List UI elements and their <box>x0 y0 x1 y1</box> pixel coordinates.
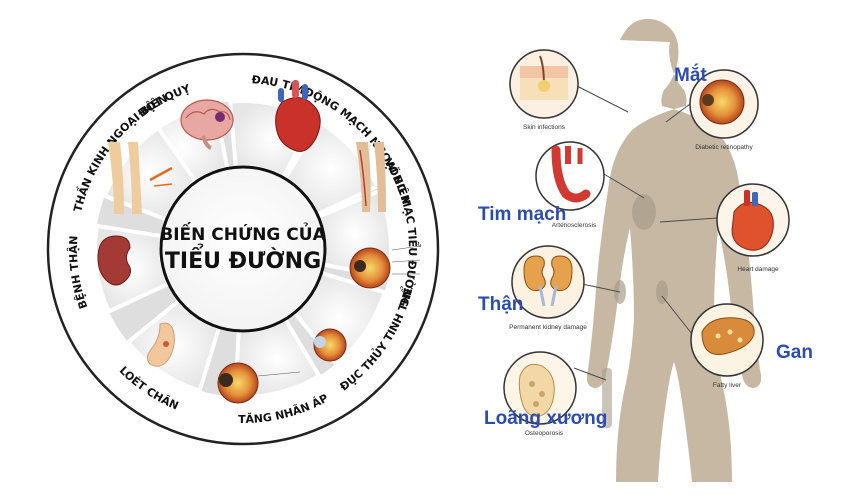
label-liver: Gan <box>776 342 813 363</box>
label-eye: Mắt <box>674 64 707 86</box>
neuropathy-legs-image <box>108 142 173 214</box>
heart-image <box>275 80 321 152</box>
retina-eye-image-1 <box>349 245 421 289</box>
caption-heart-damage: Heart damage <box>737 266 779 273</box>
caption-kidney-damage: Permanent kidney damage <box>509 324 587 331</box>
kidney-image <box>97 235 132 286</box>
arteriosclerosis-circle <box>535 141 605 211</box>
brain-image <box>180 99 234 150</box>
body-complications-chart: Skin infections Diabetic retinopathy Art… <box>478 18 813 482</box>
caption-fatty-liver: Fatty liver <box>713 382 742 389</box>
caption-osteoporosis: Osteoporosis <box>525 430 564 437</box>
fatty-liver-circle <box>690 303 764 377</box>
label-kidney: Thận <box>478 294 523 315</box>
label-heart: Tim mạch <box>478 204 566 225</box>
wheel-center-circle <box>159 165 327 333</box>
osteoporosis-circle <box>503 351 577 425</box>
heart-damage-circle <box>716 183 790 257</box>
caption-arterio: Arteriosclerosis <box>552 222 597 229</box>
caption-retinopathy: Diabetic retinopathy <box>695 144 753 151</box>
artery-legs-image <box>356 142 386 212</box>
label-bone: Loãng xương <box>484 408 607 429</box>
caption-skin: Skin infections <box>523 124 566 131</box>
foot-ulcer-image <box>146 322 175 367</box>
wheel-title-line1: BIẾN CHỨNG CỦA <box>160 221 326 245</box>
skin-infection-circle <box>509 49 579 119</box>
connector-lines <box>572 83 718 381</box>
glaucoma-eye-image <box>217 362 301 404</box>
cataract-eye-image <box>313 328 347 362</box>
retinopathy-circle <box>689 69 759 139</box>
wheel-title-line2: TIỂU ĐƯỜNG <box>165 245 321 274</box>
kidney-damage-circle <box>511 245 585 319</box>
